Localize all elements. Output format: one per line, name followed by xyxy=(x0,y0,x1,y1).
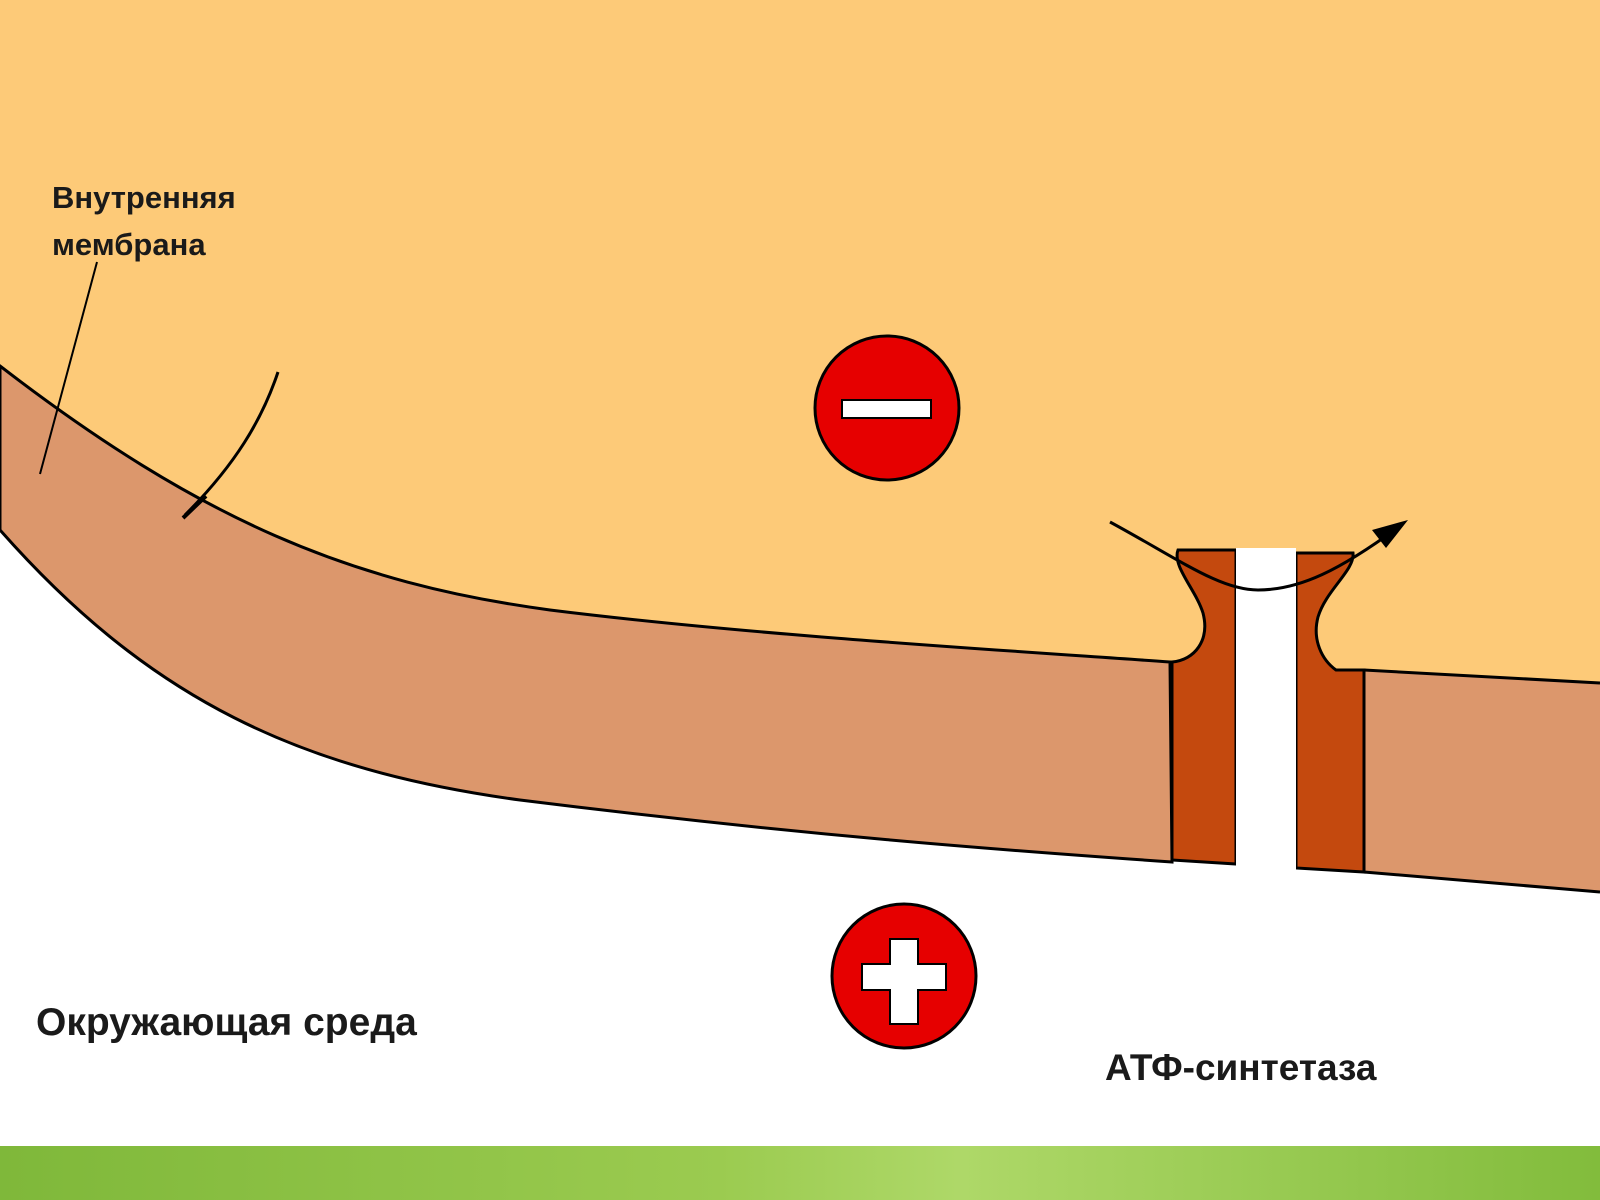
atp-synthase-channel xyxy=(1236,548,1296,870)
membrane-bottom-edge-right xyxy=(1363,870,1600,894)
matrix-area xyxy=(0,0,1600,683)
atp-synthase-left-subunit xyxy=(1170,548,1238,866)
membrane-bracket-tick xyxy=(181,494,208,520)
atp-synthase-right-subunit xyxy=(1294,551,1366,874)
inner-membrane-right xyxy=(1364,670,1600,892)
environment-label: Окружающая среда xyxy=(36,1001,417,1044)
inner-membrane-label-line1: Внутренняя xyxy=(52,180,236,215)
minus-icon xyxy=(813,334,961,482)
inner-membrane-label-line2: мембрана xyxy=(52,227,206,262)
atp-synthase-label: АТФ-синтетаза xyxy=(1105,1047,1377,1088)
inner-membrane xyxy=(0,364,1174,864)
footer-band xyxy=(0,1146,1600,1200)
plus-icon xyxy=(830,902,978,1050)
membrane-pointer-line xyxy=(39,261,98,475)
membrane-top-edge-right xyxy=(1363,668,1600,685)
atp-synthase xyxy=(1170,548,1366,874)
curved-arrow-icon xyxy=(1109,520,1408,592)
